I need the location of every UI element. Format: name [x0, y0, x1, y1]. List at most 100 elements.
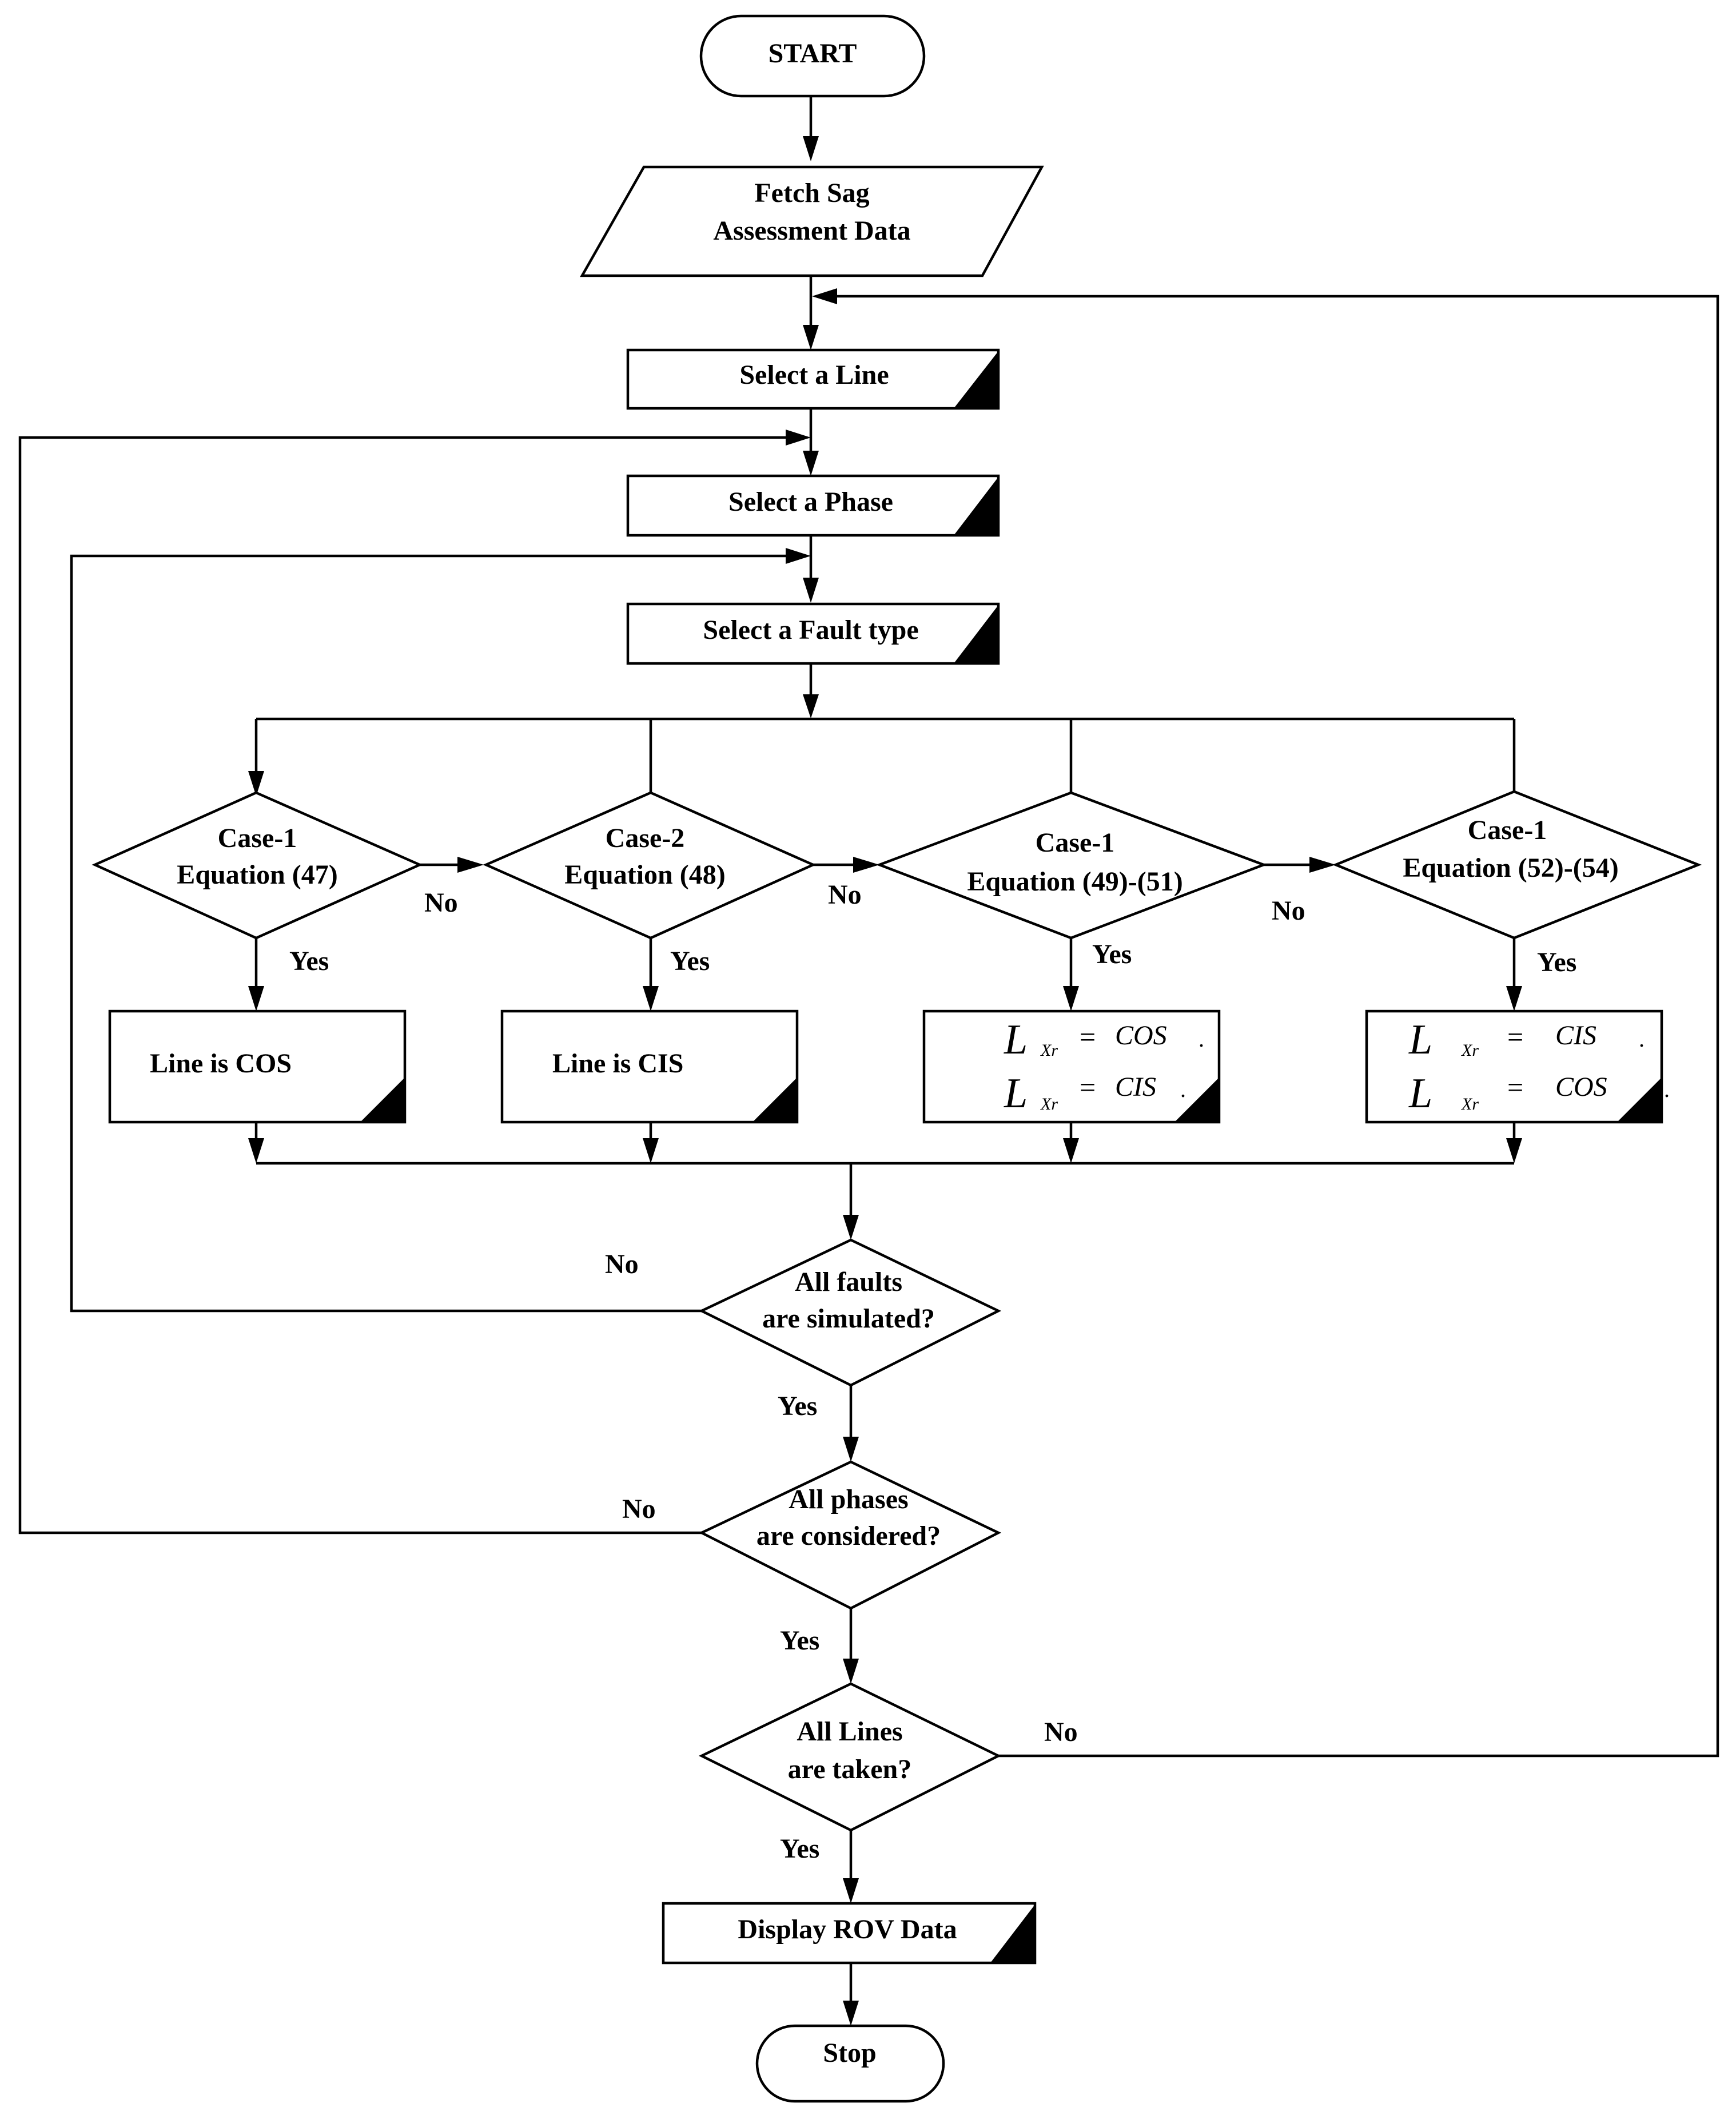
edge-label-yes: Yes — [780, 1834, 819, 1864]
arrowhead — [1063, 1138, 1079, 1163]
lines-label-line1: All Lines — [797, 1716, 902, 1747]
math-dot: . — [1639, 1026, 1645, 1052]
edge-phases-no-loop — [18, 436, 793, 1534]
case2-decision: Case-2 Equation (48) — [483, 791, 817, 940]
result-cos-node: Line is COS — [108, 1009, 407, 1124]
math-subscript: Xr — [1040, 1041, 1058, 1060]
start-node: START — [699, 14, 926, 98]
case2-label-line1: Case-2 — [606, 823, 685, 853]
result3-node: L Xr = COS . L Xr = CIS . — [922, 1009, 1221, 1124]
math-dot: . — [1180, 1076, 1186, 1102]
lines-label-line2: are taken? — [788, 1754, 911, 1784]
math-subscript: Xr — [1461, 1041, 1479, 1060]
math-symbol: L — [1408, 1016, 1432, 1063]
arrowhead — [843, 1437, 859, 1462]
edge-label-yes: Yes — [289, 946, 329, 976]
result4-node: L Xr = CIS . L Xr = COS . — [1365, 1009, 1670, 1124]
edge-label-no: No — [1272, 896, 1305, 926]
case3-label-line2: Equation (49)-(51) — [967, 866, 1182, 897]
select-fault-node: Select a Fault type — [626, 602, 1000, 665]
arrowhead — [786, 548, 811, 564]
math-value: CIS — [1115, 1072, 1156, 1102]
math-value: COS — [1115, 1020, 1167, 1051]
edge-label-no: No — [605, 1249, 639, 1279]
corner-marker — [954, 351, 998, 408]
faults-label-line2: are simulated? — [762, 1303, 935, 1334]
arrowhead — [843, 1878, 859, 1903]
case4-label-line1: Case-1 — [1468, 815, 1547, 845]
result3-equation-1: L Xr = COS . — [1004, 1016, 1204, 1063]
math-subscript: Xr — [1461, 1095, 1479, 1114]
math-symbol: L — [1408, 1070, 1432, 1117]
edge-label-yes: Yes — [778, 1391, 817, 1421]
arrowhead — [803, 578, 819, 603]
lines-decision: All Lines are taken? — [698, 1682, 1002, 1832]
math-value: COS — [1555, 1072, 1607, 1102]
edge-label-no: No — [828, 880, 862, 910]
faults-decision: All faults are simulated? — [698, 1238, 1002, 1387]
fetch-label-line1: Fetch Sag — [754, 178, 869, 208]
fetch-data-node: Fetch Sag Assessment Data — [580, 165, 1044, 277]
edge-label-no: No — [1044, 1717, 1078, 1747]
display-label: Display ROV Data — [738, 1914, 957, 1945]
math-symbol: L — [1004, 1070, 1028, 1117]
math-equals: = — [1080, 1021, 1096, 1053]
corner-marker — [990, 1905, 1035, 1963]
arrowheads — [248, 136, 1522, 2026]
arrowhead — [803, 451, 819, 476]
math-dot: . — [1199, 1026, 1204, 1052]
arrowhead — [248, 771, 264, 796]
select-phase-label: Select a Phase — [728, 487, 893, 517]
display-node: Display ROV Data — [662, 1902, 1037, 1965]
select-line-label: Select a Line — [739, 360, 889, 390]
corner-marker — [360, 1078, 405, 1122]
case4-decision: Case-1 Equation (52)-(54) — [1332, 790, 1702, 940]
edge-label-yes: Yes — [1092, 939, 1132, 969]
edge-label-yes: Yes — [670, 946, 710, 976]
edge-faults-no-loop — [70, 554, 793, 1313]
arrowhead — [643, 1138, 659, 1163]
case3-decision: Case-1 Equation (49)-(51) — [875, 791, 1268, 940]
faults-label-line1: All faults — [795, 1267, 902, 1297]
arrowhead — [457, 857, 484, 873]
arrowhead — [803, 694, 819, 718]
arrowhead — [843, 2001, 859, 2026]
arrowhead — [843, 1215, 859, 1240]
math-equals: = — [1080, 1071, 1096, 1103]
edge-label-yes: Yes — [780, 1625, 819, 1656]
case4-label-line2: Equation (52)-(54) — [1403, 853, 1618, 883]
result3-equation-2: L Xr = CIS . — [1004, 1070, 1186, 1117]
phases-decision: All phases are considered? — [698, 1460, 1002, 1610]
phases-label-line2: are considered? — [756, 1521, 941, 1551]
case1-label-line2: Equation (47) — [177, 860, 337, 890]
case3-label-line1: Case-1 — [1036, 828, 1115, 858]
corner-marker — [954, 605, 998, 663]
result4-equation-2: L Xr = COS . — [1408, 1070, 1670, 1117]
math-symbol: L — [1004, 1016, 1028, 1063]
edge-labels: No No No Yes Yes Yes Yes No Yes No Yes N… — [289, 880, 1576, 1864]
arrowhead — [643, 986, 659, 1011]
edge-lines-no-loop — [830, 295, 1719, 1758]
arrowhead — [853, 857, 879, 873]
arrowhead — [786, 430, 811, 446]
edge-label-no: No — [622, 1494, 656, 1524]
edge-label-no: No — [424, 888, 458, 918]
start-label: START — [769, 38, 857, 69]
corner-marker — [1174, 1078, 1219, 1122]
case1-label-line1: Case-1 — [218, 823, 297, 853]
result-cos-label: Line is COS — [150, 1048, 292, 1079]
math-dot: . — [1664, 1076, 1670, 1102]
arrowhead — [248, 1138, 264, 1163]
corner-marker — [1617, 1078, 1662, 1122]
connectors — [18, 96, 1719, 2007]
edge-label-yes: Yes — [1537, 947, 1576, 977]
math-equals: = — [1507, 1021, 1523, 1053]
phases-label-line1: All phases — [789, 1484, 908, 1514]
arrowhead — [803, 325, 819, 350]
arrowhead — [1506, 1138, 1522, 1163]
result-cis-node: Line is CIS — [500, 1009, 799, 1124]
arrowhead — [1063, 986, 1079, 1011]
math-value: CIS — [1555, 1020, 1596, 1051]
arrowhead — [803, 136, 819, 161]
